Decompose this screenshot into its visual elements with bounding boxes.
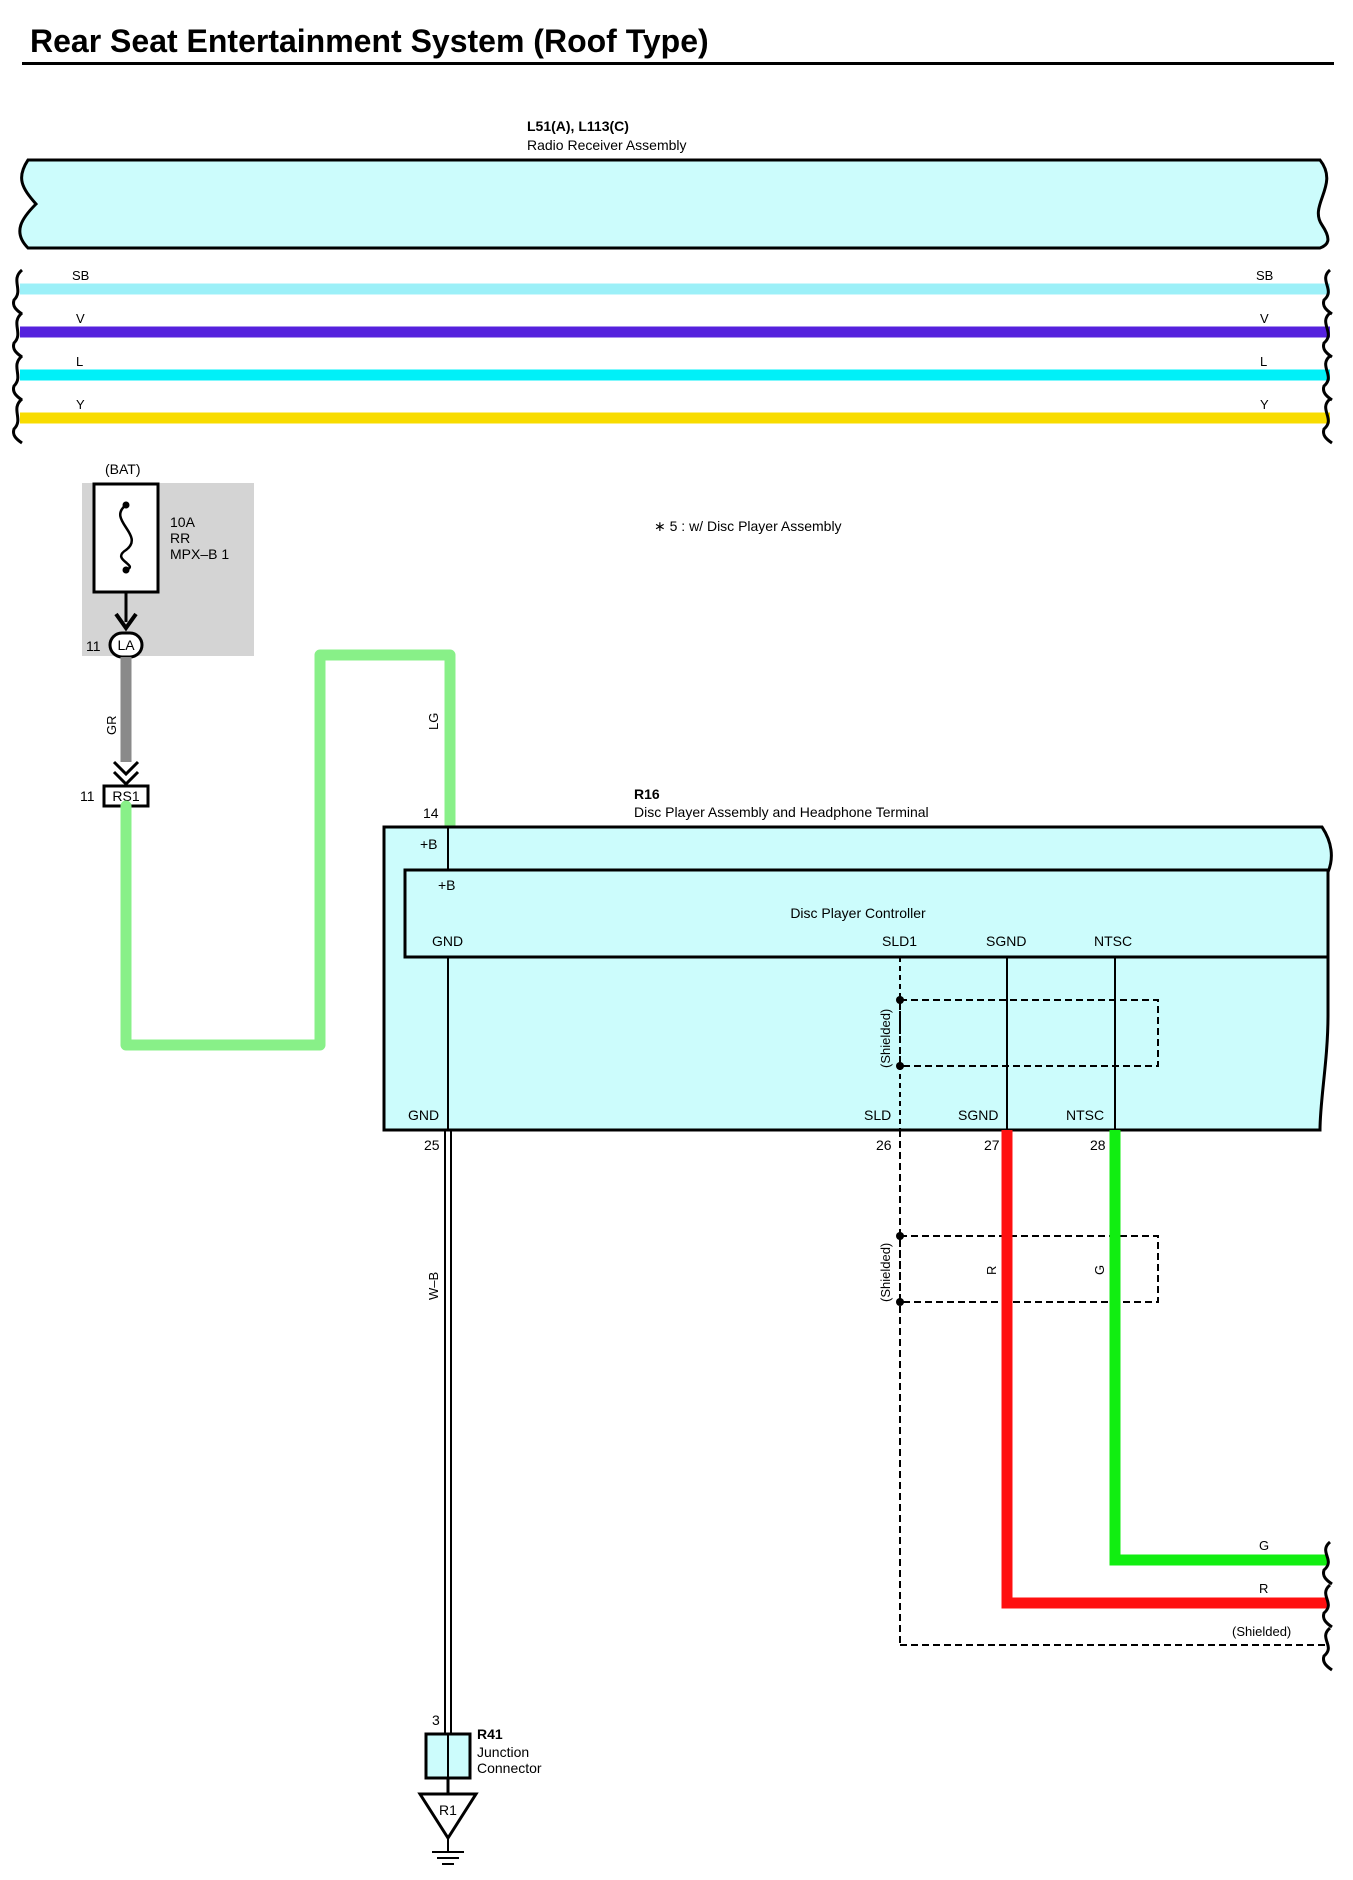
bus-wire-l[interactable]: L L	[12, 354, 1333, 402]
wire-wb[interactable]	[444, 1130, 452, 1735]
connector-la-pin: 11	[86, 638, 101, 654]
bus-wire-l-label-left: L	[76, 354, 83, 369]
r16-pin-sgnd: 27	[984, 1137, 1000, 1153]
r16-term-gnd: GND	[408, 1107, 439, 1123]
bus-wire-y-label-left: Y	[76, 397, 85, 412]
fuse-source-label: (BAT)	[105, 461, 141, 477]
exit-break-shielded	[1322, 1626, 1333, 1672]
r16-code: R16	[634, 786, 660, 802]
fuse-line3: MPX–B 1	[170, 546, 229, 562]
connector-rs1-arrow-icon	[112, 760, 140, 787]
shield-box	[899, 1235, 1159, 1303]
r16-term-sld: SLD	[864, 1107, 891, 1123]
bus-wire-sb-label-right: SB	[1256, 268, 1273, 283]
bus-wire-v-break-right	[1322, 311, 1333, 359]
r16-term-sgnd: SGND	[958, 1107, 998, 1123]
bus-wire-sb[interactable]: SB SB	[12, 268, 1333, 316]
page-title: Rear Seat Entertainment System (Roof Typ…	[30, 23, 709, 59]
bus-wire-v-label-left: V	[76, 311, 85, 326]
bus-wire-v-break-left	[12, 311, 24, 359]
fuse-icon	[119, 504, 133, 572]
bus-wire-l-break-right	[1322, 354, 1333, 402]
connector-la-name: LA	[117, 637, 135, 653]
bus-wire-y-break-right	[1322, 397, 1333, 445]
fuse-terminal-top	[122, 501, 130, 509]
r16-pin-sld: 26	[876, 1137, 892, 1153]
r41-pin: 3	[432, 1712, 440, 1728]
r16-name: Disc Player Assembly and Headphone Termi…	[634, 804, 929, 820]
connector-rs1-pin: 11	[80, 788, 95, 804]
bus-wire-v-label-right: V	[1260, 311, 1269, 326]
exit-label-r: R	[1259, 1581, 1268, 1596]
controller-term-ntsc: NTSC	[1094, 933, 1132, 949]
fuse-terminal-bottom	[122, 566, 130, 574]
option-note: ∗ 5 : w/ Disc Player Assembly	[654, 518, 842, 534]
r16-term-plusb-outer: +B	[420, 836, 438, 852]
shield-junction-top	[896, 1232, 904, 1240]
bus-wire-sb-break-left	[12, 268, 24, 316]
wire-lg[interactable]	[120, 649, 456, 1051]
controller-term-plusb: +B	[438, 877, 456, 893]
bus-wire-y-break-left	[12, 397, 24, 445]
connector-la-arrow-icon	[114, 612, 138, 632]
bus-wire-l-label-right: L	[1260, 354, 1267, 369]
exit-break-r	[1322, 1583, 1333, 1629]
ground-icon	[432, 1851, 464, 1865]
fuse-line2: RR	[170, 530, 190, 546]
wire-r-label: R	[984, 1266, 999, 1275]
wire-g[interactable]	[1109, 1130, 1328, 1566]
r16-pin-ntsc: 28	[1090, 1137, 1106, 1153]
controller-term-gnd: GND	[432, 933, 463, 949]
title-rule	[22, 62, 1334, 65]
controller-term-sld1: SLD1	[882, 933, 917, 949]
shield-label: (Shielded)	[878, 1243, 893, 1302]
r16-shield-junction-top	[896, 996, 904, 1004]
r16-shield-junction-bottom	[896, 1062, 904, 1070]
r16-pin-gnd: 25	[424, 1137, 440, 1153]
bus-wire-y-label-right: Y	[1260, 397, 1269, 412]
radio-name: Radio Receiver Assembly	[527, 137, 687, 153]
radio-code: L51(A), L113(C)	[527, 118, 629, 134]
disc-player-controller[interactable]	[403, 868, 1330, 959]
exit-label-shielded: (Shielded)	[1232, 1624, 1291, 1639]
bus-wire-sb-label-left: SB	[72, 268, 89, 283]
fuse-holder[interactable]	[92, 482, 160, 594]
r41-line1: Junction	[477, 1744, 529, 1760]
bus-wire-v[interactable]: V V	[12, 311, 1333, 359]
connector-rs1-name: RS1	[112, 788, 139, 804]
exit-break-g	[1322, 1540, 1333, 1586]
controller-term-sgnd: SGND	[986, 933, 1026, 949]
wire-r[interactable]	[1001, 1130, 1328, 1609]
exit-label-g: G	[1259, 1538, 1269, 1553]
fuse-rating: 10A	[170, 514, 196, 530]
r16-pin-plusb: 14	[423, 805, 439, 821]
controller-name: Disc Player Controller	[790, 905, 926, 921]
shield-junction-bottom	[896, 1298, 904, 1306]
r16-shield-label: (Shielded)	[878, 1009, 893, 1068]
bus-wire-y[interactable]: Y Y	[12, 397, 1333, 445]
bus-wire-sb-break-right	[1322, 268, 1333, 316]
wire-lg-label: LG	[426, 713, 441, 730]
ground-point-r1[interactable]	[417, 1792, 479, 1841]
r16-shield-box	[899, 999, 1159, 1067]
r41-code: R41	[477, 1726, 503, 1742]
r41-line2: Connector	[477, 1760, 542, 1776]
wire-wb-label: W–B	[426, 1272, 441, 1300]
wire-gr-label: GR	[104, 716, 119, 736]
wire-g-label: G	[1092, 1265, 1107, 1275]
r16-term-ntsc: NTSC	[1066, 1107, 1104, 1123]
radio-receiver-assembly[interactable]	[18, 158, 1330, 250]
ground-label: R1	[439, 1802, 457, 1818]
bus-wire-l-break-left	[12, 354, 24, 402]
